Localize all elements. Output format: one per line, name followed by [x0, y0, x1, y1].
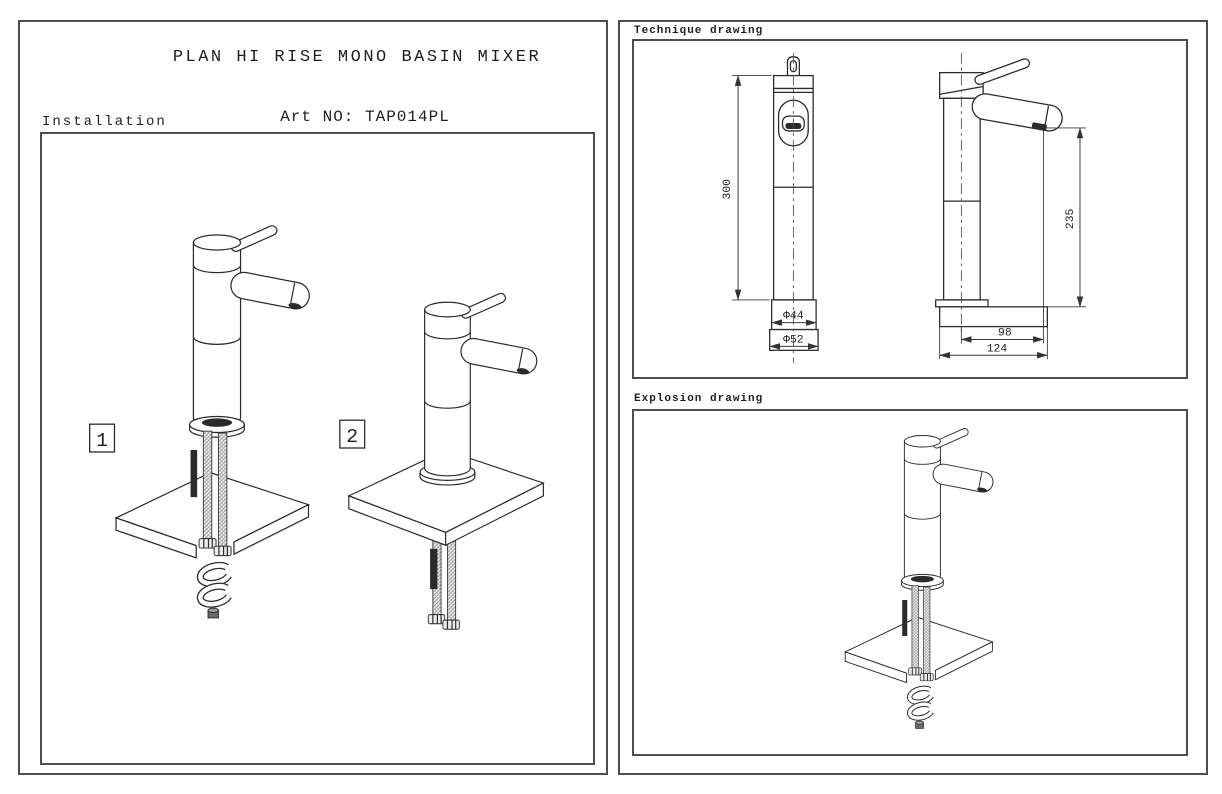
- technique-section-label: Technique drawing: [634, 25, 764, 37]
- dim-label-98: 98: [998, 327, 1012, 339]
- dim-label-phi44: Φ44: [783, 311, 804, 323]
- installation-section-label: Installation: [42, 114, 167, 130]
- right-panel: Technique drawing: [618, 20, 1208, 775]
- document-title: PLAN HI RISE MONO BASIN MIXER: [172, 48, 542, 67]
- explosion-section-label: Explosion drawing: [634, 393, 764, 405]
- faucet-body-side: [942, 97, 981, 301]
- aerator-side: [1031, 122, 1047, 131]
- technique-frame: 300 Φ44 Φ52: [632, 39, 1188, 379]
- step1-exploded-faucet-drawing: [116, 224, 311, 618]
- dim-label-300: 300: [722, 179, 734, 200]
- dim-label-124: 124: [987, 343, 1008, 355]
- spout-side: [971, 93, 1063, 132]
- step2-number-badge: 2: [339, 419, 366, 449]
- side-view: 235 98 124: [935, 52, 1086, 360]
- step1-number-badge: 1: [89, 423, 116, 453]
- installation-drawing: 1 2: [89, 134, 544, 630]
- counter-section: [939, 306, 1049, 328]
- dimension-spout-reach-98: 98: [960, 129, 1044, 344]
- dimension-spout-height-235: 235: [1046, 127, 1086, 308]
- technique-drawing: 300 Φ44 Φ52: [722, 52, 1086, 364]
- dim-label-phi52: Φ52: [783, 334, 804, 346]
- step1-number: 1: [96, 429, 108, 452]
- step2-number: 2: [346, 425, 358, 448]
- dimension-top-diameter: Φ44: [771, 311, 817, 326]
- installation-frame: 1 2: [40, 132, 595, 765]
- step2-mounted-faucet-drawing: [348, 291, 544, 630]
- exploded-faucet-drawing: [845, 427, 995, 728]
- left-panel: PLAN HI RISE MONO BASIN MIXER Art NO: TA…: [18, 20, 608, 775]
- handle-lever-side: [974, 58, 1031, 85]
- dimension-height-300: 300: [722, 75, 772, 301]
- front-view: 300 Φ44 Φ52: [722, 52, 819, 364]
- explosion-frame: [632, 409, 1188, 756]
- base-flange-side: [935, 299, 989, 308]
- dim-label-235: 235: [1065, 208, 1077, 229]
- dimension-base-width-124: 124: [939, 326, 1048, 360]
- explosion-drawing: [634, 411, 1186, 754]
- article-number: Art NO: TAP014PL: [280, 108, 450, 126]
- dimension-base-diameter: Φ52: [769, 334, 819, 350]
